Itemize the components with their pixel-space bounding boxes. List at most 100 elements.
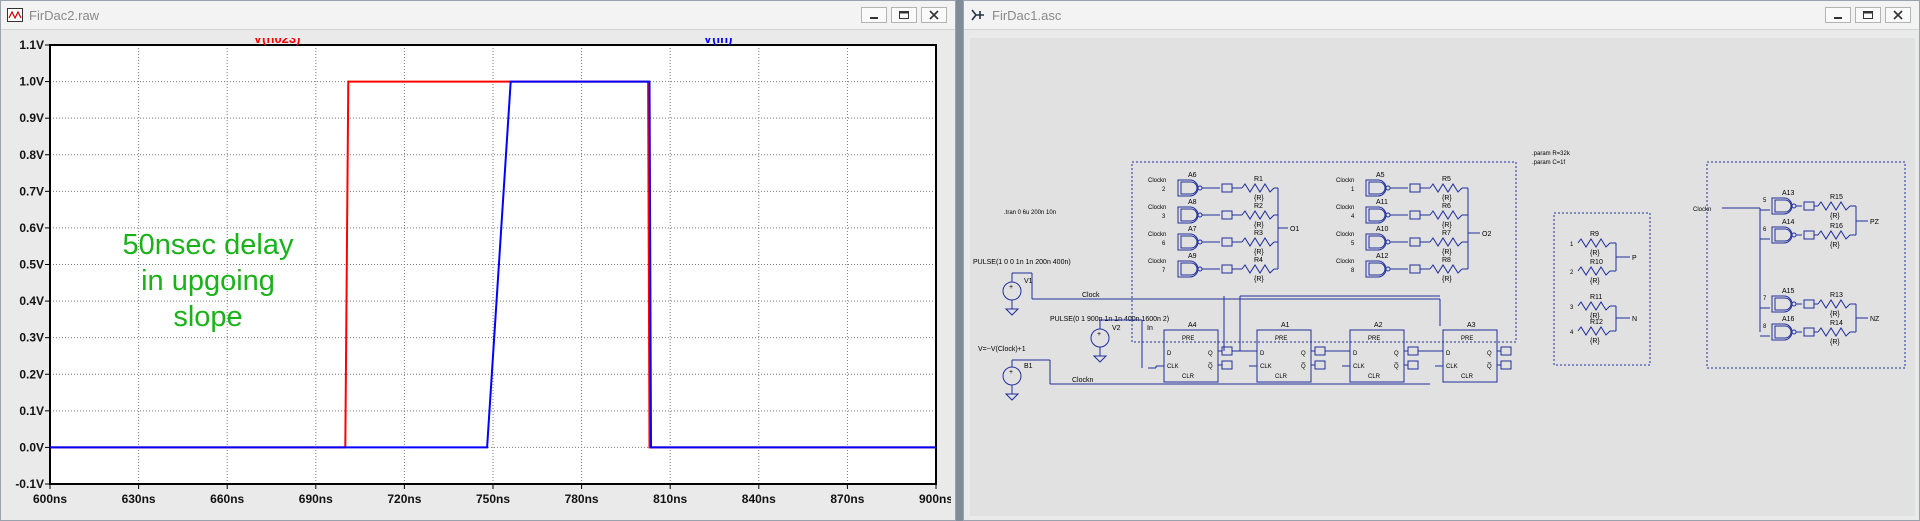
ff-pre-label: PRE [1182,336,1194,342]
ground-icon [1092,355,1108,363]
resistor[interactable] [1577,326,1611,336]
close-button[interactable] [1885,7,1911,23]
gate-label: A13 [1782,190,1795,197]
minimize-icon [870,17,878,19]
resistor[interactable] [1241,264,1275,274]
ff-q-label: Q [1394,351,1399,357]
resistor[interactable] [1241,183,1275,193]
close-button[interactable] [921,7,947,23]
pin-label: 5 [1763,198,1767,204]
resistor[interactable] [1429,210,1463,220]
x-tick-label: 900ns [919,492,951,506]
ff-q-label: Q [1487,351,1492,357]
waveform-titlebar[interactable]: FirDac2.raw [1,1,955,30]
trace-label[interactable]: V(n023) [254,31,301,46]
ff-d-label: D [1353,351,1358,357]
resistor[interactable] [1429,237,1463,247]
source-label: V1 [1024,278,1033,285]
resistor-value: {R} [1442,276,1452,283]
logic-gate-inner [1368,235,1386,249]
logic-gate-inner [1180,181,1198,195]
source-plus: + [1009,284,1013,291]
y-tick-label: 1.0V [19,75,44,89]
gate-label: A11 [1376,199,1388,206]
ground-icon [1004,393,1020,401]
gate-label: A14 [1782,219,1795,226]
resistor-label: R11 [1590,294,1602,301]
schematic-titlebar[interactable]: FirDac1.asc [964,1,1919,30]
net-label-pz: PZ [1870,219,1880,226]
minimize-button[interactable] [1825,7,1851,23]
y-tick-label: -0.1V [15,477,44,491]
ff-clk-label: CLK [1167,364,1179,370]
resistor-value: {R} [1830,311,1840,318]
gate-label: A9 [1188,253,1197,260]
source-label: V2 [1112,325,1121,332]
resistor-label: R10 [1590,259,1603,266]
resistor[interactable] [1817,299,1851,309]
resistor[interactable] [1429,264,1463,274]
flip-flop-label: A4 [1188,322,1197,329]
schematic-canvas[interactable]: .tran 0 6u 200n 10n.param R=32k.param C=… [970,38,1915,516]
schematic-client: .tran 0 6u 200n 10n.param R=32k.param C=… [970,38,1915,516]
trace-label[interactable]: V(in) [704,31,733,46]
minimize-button[interactable] [861,7,887,23]
x-tick-label: 750ns [476,492,510,506]
resistor-value: {R} [1254,222,1264,229]
gate-input-label: Clockn [1148,178,1166,184]
pin-label: 2 [1570,270,1574,276]
waveform-app-icon [7,8,23,22]
annotation-text: 50nsec delay [123,229,294,261]
resistor[interactable] [1817,201,1851,211]
resistor[interactable] [1577,238,1611,248]
net-label-nz: NZ [1870,316,1880,323]
minimize-icon [1834,17,1842,19]
ff-d-label: D [1260,351,1265,357]
pin-label: 8 [1351,268,1355,274]
gate-group-1 [1131,161,1517,343]
maximize-button[interactable] [1855,7,1881,23]
flip-flop-label: A2 [1374,322,1383,329]
logic-gate-inner [1774,199,1792,213]
resistor[interactable] [1817,327,1851,337]
resistor-value: {R} [1254,276,1264,283]
flip-flop[interactable] [1442,329,1498,383]
flip-flop[interactable] [1256,329,1312,383]
schematic-app-icon [971,9,984,21]
ff-clk-label: CLK [1260,364,1272,370]
y-tick-label: 0.7V [19,184,44,198]
param-directive: .param R=32k [1532,151,1571,157]
ff-clr-label: CLR [1368,374,1381,380]
resistor[interactable] [1577,266,1611,276]
maximize-button[interactable] [891,7,917,23]
net-label-clockn: Clockn [1072,377,1094,384]
resistor[interactable] [1817,230,1851,240]
y-tick-label: 0.2V [19,367,44,381]
y-tick-label: 1.1V [19,38,44,52]
resistor-label: R13 [1830,292,1843,299]
resistor[interactable] [1241,237,1275,247]
net-label-o1: O1 [1290,226,1299,233]
gate-label: A16 [1782,316,1795,323]
y-tick-label: 0.1V [19,404,44,418]
resistor[interactable] [1429,183,1463,193]
resistor[interactable] [1241,210,1275,220]
logic-gate-inner [1180,262,1198,276]
x-tick-label: 810ns [653,492,687,506]
logic-gate-inner [1774,297,1792,311]
logic-gate-inner [1774,228,1792,242]
gate-label: A7 [1188,226,1197,233]
flip-flop[interactable] [1163,329,1219,383]
resistor[interactable] [1577,301,1611,311]
pin-label: 6 [1763,227,1767,233]
param-directive: .param C=1f [1532,160,1566,166]
flip-flop[interactable] [1349,329,1405,383]
resistor-value: {R} [1254,249,1264,256]
x-tick-label: 690ns [299,492,333,506]
maximize-icon [899,11,909,19]
x-tick-label: 720ns [387,492,421,506]
ground-icon [1004,308,1020,316]
maximize-icon [1863,11,1873,19]
